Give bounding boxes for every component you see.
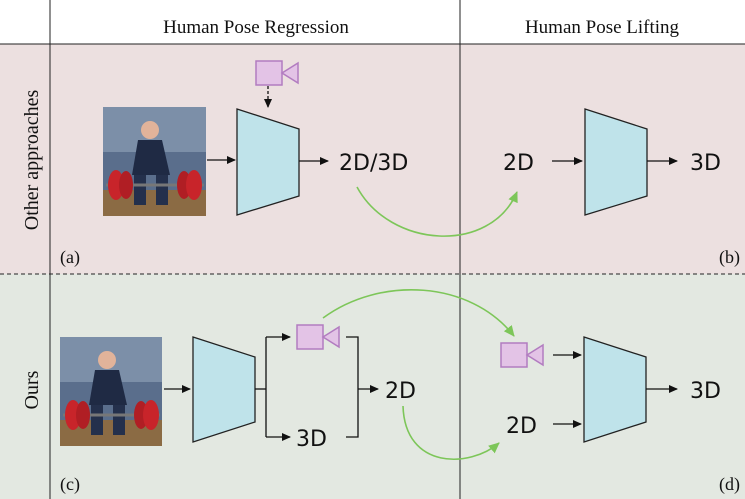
panel-tag-a: (a) [60, 247, 80, 268]
header-regression: Human Pose Regression [163, 17, 349, 38]
weightlifter-photo [103, 107, 206, 216]
network-icon [236, 108, 300, 216]
merge-bracket [346, 336, 359, 438]
output-3d-b: 3D [690, 151, 721, 176]
output-3d-d: 3D [690, 379, 721, 404]
row-label-ours: Ours [21, 370, 43, 409]
header-lifting: Human Pose Lifting [525, 17, 680, 38]
network-icon [584, 108, 648, 216]
panel-tag-b: (b) [719, 247, 740, 268]
input-2d-d: 2D [506, 414, 537, 439]
green-arrow-a-to-b [356, 186, 518, 237]
network-icon [583, 336, 647, 443]
input-2d-b: 2D [503, 151, 534, 176]
output-2d-c: 2D [385, 379, 416, 404]
weightlifter-photo [60, 337, 162, 446]
green-arrow-2d-to-d [402, 405, 500, 460]
panel-tag-c: (c) [60, 474, 80, 495]
output-2d3d: 2D/3D [339, 151, 408, 176]
network-icon [192, 336, 256, 443]
green-arrow-camera-to-d [322, 288, 515, 337]
row-label-other: Other approaches [21, 90, 43, 231]
panel-tag-d: (d) [719, 474, 740, 495]
output-3d-c: 3D [296, 427, 327, 452]
